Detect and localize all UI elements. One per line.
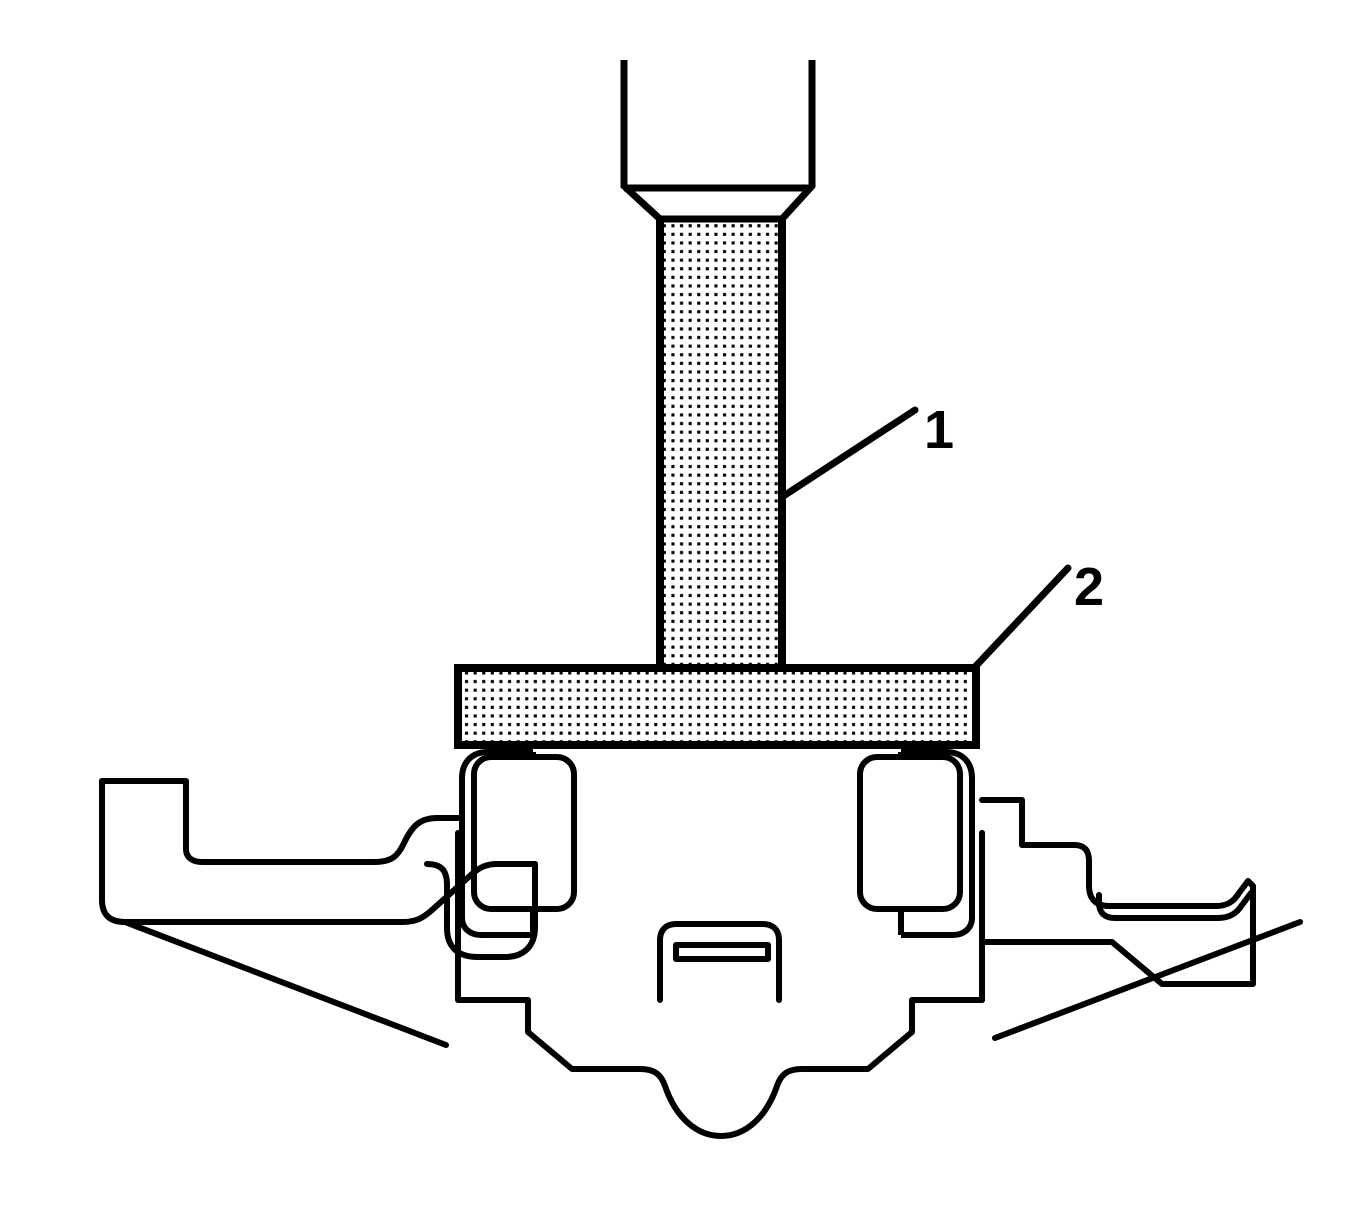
left-bushing-outer-sleeve — [459, 749, 533, 918]
centre-slot — [673, 942, 771, 962]
left-bushing-inner-body — [471, 754, 577, 912]
centre-boss-outline — [657, 921, 782, 1003]
leader-line-1 — [778, 406, 919, 501]
right-wing-flange-inner-line — [1096, 890, 1254, 921]
reference-numeral-2: 2 — [1074, 557, 1104, 617]
horizontal-stippled-plate — [454, 664, 980, 749]
reference-numeral-1: 1 — [924, 400, 954, 460]
right-bushing-outer-bottom — [901, 917, 975, 938]
plate-outline — [454, 664, 980, 749]
column-stipple-fill — [663, 218, 779, 668]
left-diagonal-lower-edge — [122, 919, 449, 1048]
vertical-stippled-column — [656, 215, 786, 669]
right-bushing — [857, 749, 975, 938]
upper-tool-shaft — [620, 60, 816, 222]
right-wing-upper-profile — [979, 797, 1256, 909]
plate-stipple-fill — [459, 670, 975, 744]
right-end-tab — [992, 883, 1256, 987]
left-bushing — [459, 749, 577, 938]
right-diagonal-lower-edge — [992, 919, 1303, 1041]
bracket-body-outline — [99, 778, 1303, 1139]
right-bushing-inner-body — [857, 754, 963, 912]
right-bushing-outer-sleeve — [901, 749, 975, 918]
bracket-lower-profile — [455, 830, 985, 1139]
left-bushing-outer-bottom — [459, 917, 533, 938]
leader-line-2 — [970, 564, 1072, 672]
left-wing-lower-profile — [99, 778, 538, 925]
left-wing-upper-profile — [99, 778, 465, 865]
